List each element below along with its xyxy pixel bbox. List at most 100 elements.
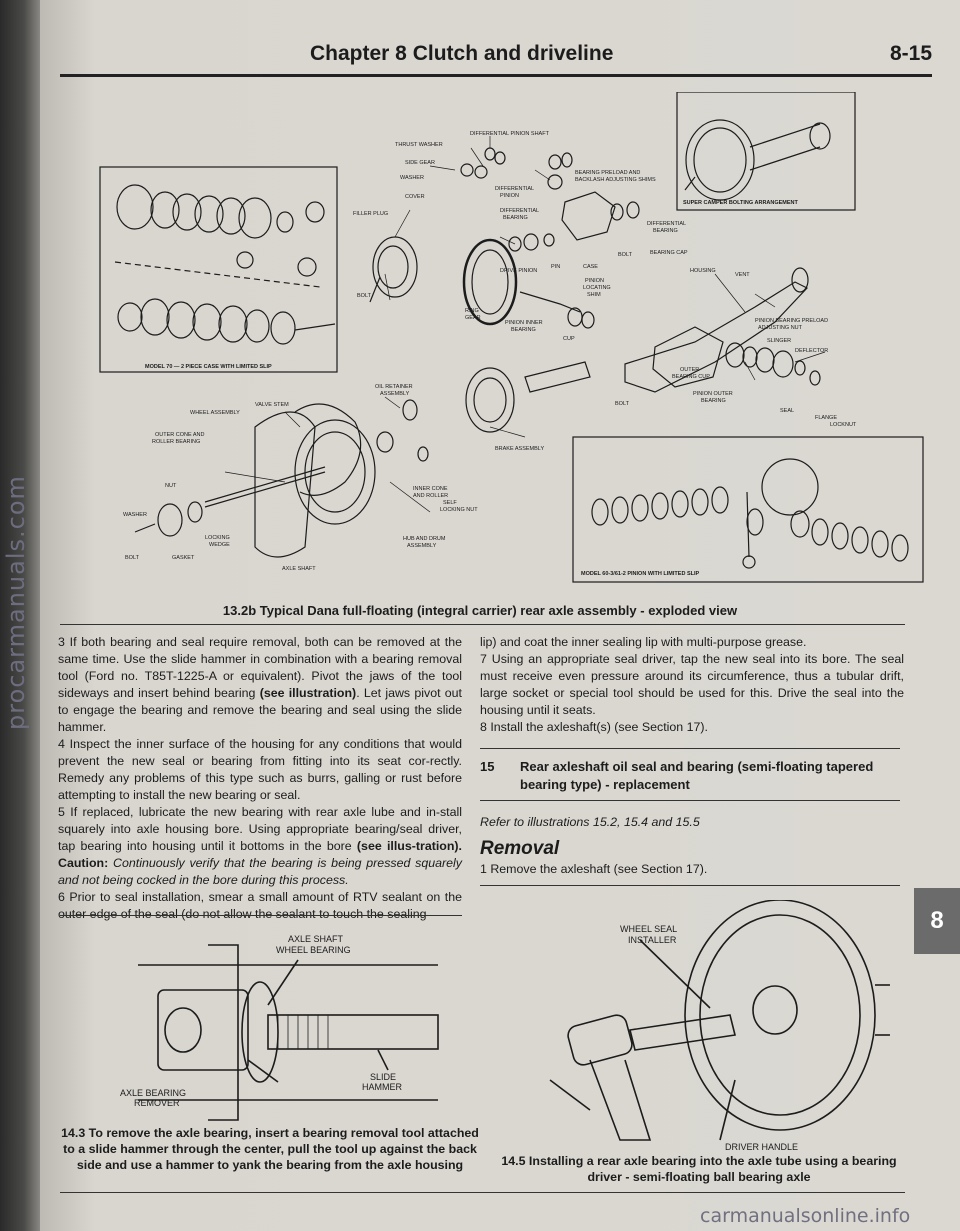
- label-hub-drum-a: HUB AND DRUM: [403, 536, 446, 542]
- label-inner-cone-a: INNER CONE: [413, 486, 448, 492]
- chapter-title: Chapter 8 Clutch and driveline: [310, 42, 614, 65]
- label-axle-shaft-143: AXLE SHAFT: [288, 934, 344, 944]
- figure-14-3-caption: 14.3 To remove the axle bearing, insert …: [61, 1126, 479, 1172]
- section-rule-top: [480, 748, 900, 749]
- figure-rule-right: [480, 885, 900, 886]
- chapter-tab: 8: [914, 888, 960, 954]
- model70-inset-frame: [99, 166, 338, 373]
- label-slinger: SLINGER: [767, 338, 791, 344]
- label-bearing-right: BEARING: [653, 228, 678, 234]
- label-filler-plug: FILLER PLUG: [353, 211, 388, 217]
- label-axle-shaft: AXLE SHAFT: [282, 566, 316, 572]
- label-ring-b: GEAR: [465, 315, 481, 321]
- label-locking-a: LOCKING: [205, 535, 230, 541]
- label-pinion-preload-a: PINION BEARING PRELOAD: [755, 318, 828, 324]
- paragraph-3: 3 If both bearing and seal require remov…: [58, 635, 462, 734]
- bottom-watermark: carmanualsonline.info: [700, 1205, 911, 1227]
- label-outer-cone-a: OUTER CONE AND: [155, 432, 205, 438]
- label-inner-cone-b: AND ROLLER: [413, 493, 448, 499]
- label-gasket: GASKET: [172, 555, 195, 561]
- label-pinion: PINION: [500, 193, 519, 199]
- paragraph-5: 5 If replaced, lubricate the new bearing…: [58, 805, 462, 887]
- section-number: 15: [480, 759, 495, 774]
- label-pinion-inner-a: PINION INNER: [505, 320, 543, 326]
- book-spine: [0, 0, 40, 1231]
- label-diff-bearing-a: DIFFERENTIAL: [500, 208, 539, 214]
- label-outer-cup-b: BEARING CUP: [672, 374, 710, 380]
- label-pinion-locating-b: LOCATING: [583, 285, 611, 291]
- paragraph-6: 6 Prior to seal installation, smear a sm…: [58, 890, 462, 921]
- label-washer2: WASHER: [123, 512, 147, 518]
- paragraph-8: 8 Install the axleshaft(s) (see Section …: [480, 720, 708, 734]
- side-watermark: procarmanuals.com: [2, 475, 30, 730]
- label-hammer: HAMMER: [362, 1082, 402, 1092]
- label-oil-retainer-b: ASSEMBLY: [380, 391, 410, 397]
- label-thrust-washer: THRUST WASHER: [395, 142, 443, 148]
- label-backlash: BACKLASH ADJUSTING SHIMS: [575, 177, 656, 183]
- label-installer: INSTALLER: [628, 935, 677, 945]
- label-super-camper: SUPER CAMPER BOLTING ARRANGEMENT: [683, 200, 799, 206]
- main-figure-caption: 13.2b Typical Dana full-floating (integr…: [222, 603, 738, 618]
- label-valve-stem: VALVE STEM: [255, 402, 289, 408]
- figure-14-5-drawing: WHEEL SEAL INSTALLER DRIVER HANDLE: [549, 900, 890, 1150]
- label-bolt-housing: BOLT: [615, 401, 630, 407]
- label-brake-assembly: BRAKE ASSEMBLY: [495, 446, 544, 452]
- model60-inset-frame: [572, 436, 924, 583]
- label-seal: SEAL: [780, 408, 794, 414]
- label-pin: PIN: [551, 264, 560, 270]
- label-case: CASE: [583, 264, 598, 270]
- label-diff-pinion-shaft: DIFFERENTIAL PINION SHAFT: [470, 131, 550, 137]
- label-housing: HOUSING: [690, 268, 716, 274]
- label-self-a: SELF: [443, 500, 457, 506]
- label-nut: NUT: [165, 483, 177, 489]
- removal-subheading: Removal: [480, 838, 560, 859]
- label-cup: CUP: [563, 336, 575, 342]
- label-pinion-preload-b: ADJUSTING NUT: [758, 325, 803, 331]
- label-slide: SLIDE: [370, 1072, 396, 1082]
- paragraph-7: 7 Using an appropriate seal driver, tap …: [480, 652, 904, 717]
- figure-14-5-caption: 14.5 Installing a rear axle bearing into…: [501, 1154, 897, 1184]
- footer-rule: [60, 1192, 905, 1193]
- label-wheel-assembly: WHEEL ASSEMBLY: [190, 410, 240, 416]
- label-pinion-outer-b: BEARING: [701, 398, 726, 404]
- label-axle-bearing: AXLE BEARING: [120, 1088, 186, 1098]
- page-header: Chapter 8 Clutch and driveline 8-15: [40, 40, 960, 80]
- label-vent: VENT: [735, 272, 750, 278]
- label-model70: MODEL 70 — 2 PIECE CASE WITH LIMITED SLI…: [145, 364, 272, 370]
- label-side-gear: SIDE GEAR: [405, 160, 435, 166]
- brake-hub-group: [134, 361, 591, 558]
- label-differential-right: DIFFERENTIAL: [647, 221, 686, 227]
- exploded-view-figure: DIFFERENTIAL PINION SHAFT THRUST WASHER …: [99, 92, 924, 583]
- label-hub-drum-b: ASSEMBLY: [407, 543, 437, 549]
- label-remover: REMOVER: [134, 1098, 180, 1108]
- label-pinion-outer-a: PINION OUTER: [693, 391, 733, 397]
- label-outer-cone-b: ROLLER BEARING: [152, 439, 200, 445]
- label-wheel-bearing-143: WHEEL BEARING: [276, 945, 351, 955]
- figure-14-3-drawing: AXLE SHAFT WHEEL BEARING SLIDE HAMMER AX…: [120, 934, 439, 1121]
- label-model60: MODEL 60-3/61-2 PINION WITH LIMITED SLIP: [581, 571, 699, 577]
- label-pinion-inner-b: BEARING: [511, 327, 536, 333]
- paragraph-4: 4 Inspect the inner surface of the housi…: [58, 737, 462, 802]
- paragraph-6-cont: lip) and coat the inner sealing lip with…: [480, 635, 807, 649]
- page-number: 8-15: [889, 42, 932, 65]
- label-locknut: LOCKNUT: [830, 422, 857, 428]
- axle-housing: [624, 267, 821, 393]
- super-camper-inset-frame: [676, 92, 856, 211]
- label-bolt-left: BOLT: [357, 293, 372, 299]
- right-column: lip) and coat the inner sealing lip with…: [480, 634, 904, 736]
- label-locking-b: WEDGE: [209, 542, 230, 548]
- label-outer-cup-a: OUTER: [680, 367, 699, 373]
- label-differential: DIFFERENTIAL: [495, 186, 534, 192]
- model60-clutch-packs: [591, 458, 909, 569]
- left-column: 3 If both bearing and seal require remov…: [58, 634, 462, 923]
- label-pinion-locating-c: SHIM: [587, 292, 601, 298]
- header-rule: [60, 74, 932, 77]
- label-self-b: LOCKING NUT: [440, 507, 478, 513]
- label-wheel-seal: WHEEL SEAL: [620, 924, 677, 934]
- label-flange: FLANGE: [815, 415, 837, 421]
- label-cover: COVER: [405, 194, 425, 200]
- caption-rule: [60, 624, 905, 625]
- label-bearing-preload: BEARING PRELOAD AND: [575, 170, 640, 176]
- label-diff-bearing-b: BEARING: [503, 215, 528, 221]
- label-oil-retainer-a: OIL RETAINER: [375, 384, 413, 390]
